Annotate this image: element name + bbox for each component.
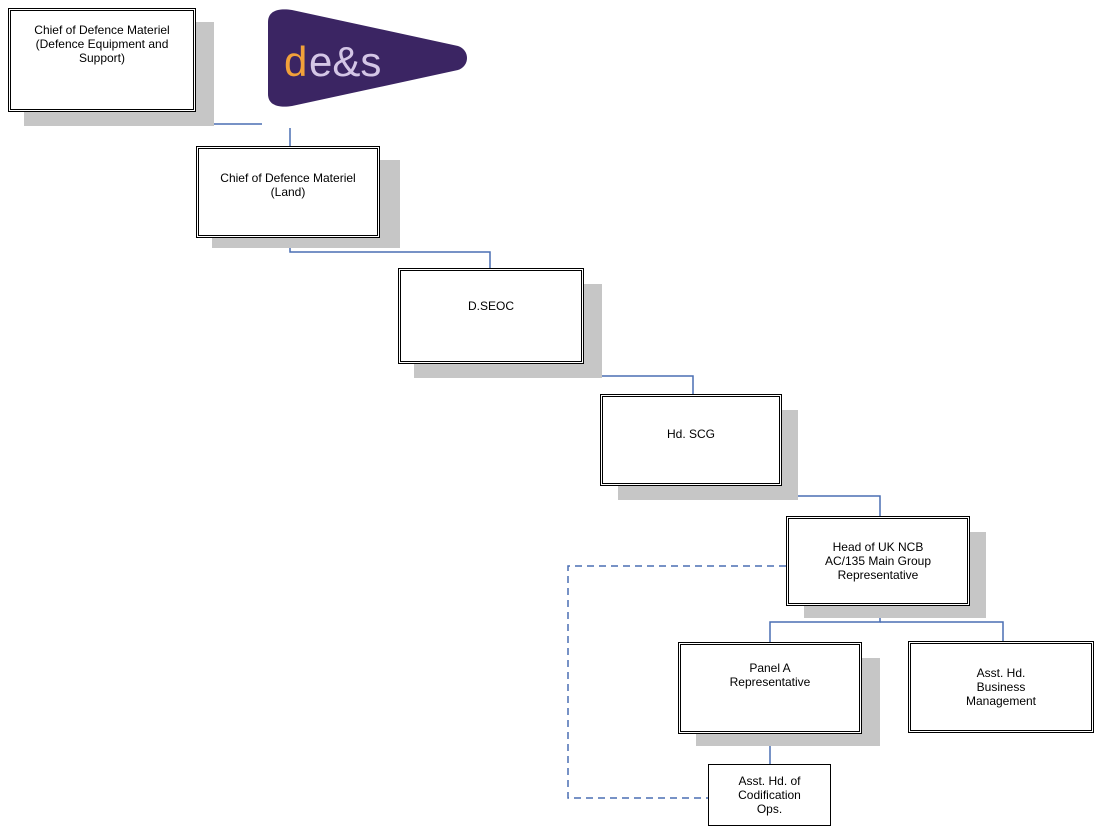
node-hd-scg: Hd. SCG [600, 394, 782, 486]
logo-d-letter: d [284, 38, 307, 85]
node-asst-codification-label: Asst. Hd. of Codification Ops. [738, 774, 801, 816]
node-asst-business: Asst. Hd. Business Management [908, 641, 1094, 733]
node-cdm: Chief of Defence Materiel (Defence Equip… [8, 8, 196, 112]
node-cdm-label: Chief of Defence Materiel (Defence Equip… [34, 23, 170, 65]
node-dseoc-label: D.SEOC [467, 299, 514, 313]
dashed-connector [567, 565, 786, 799]
de-and-s-logo: d e&s [268, 9, 467, 107]
node-head-uk-ncb-label: Head of UK NCB AC/135 Main Group Represe… [824, 540, 932, 582]
node-cdm-land: Chief of Defence Materiel (Land) [196, 146, 380, 238]
node-hd-scg-label: Hd. SCG [666, 427, 715, 441]
connector-ncb-business [880, 621, 1004, 642]
node-cdm-land-label: Chief of Defence Materiel (Land) [220, 171, 356, 199]
node-dseoc: D.SEOC [398, 268, 584, 364]
logo-rest-letters: e&s [309, 38, 381, 85]
node-panel-a-label: Panel A Representative [729, 661, 811, 689]
node-head-uk-ncb: Head of UK NCB AC/135 Main Group Represe… [786, 516, 970, 606]
node-asst-codification: Asst. Hd. of Codification Ops. [708, 764, 831, 826]
node-panel-a: Panel A Representative [678, 642, 862, 734]
node-asst-business-label: Asst. Hd. Business Management [965, 666, 1037, 708]
